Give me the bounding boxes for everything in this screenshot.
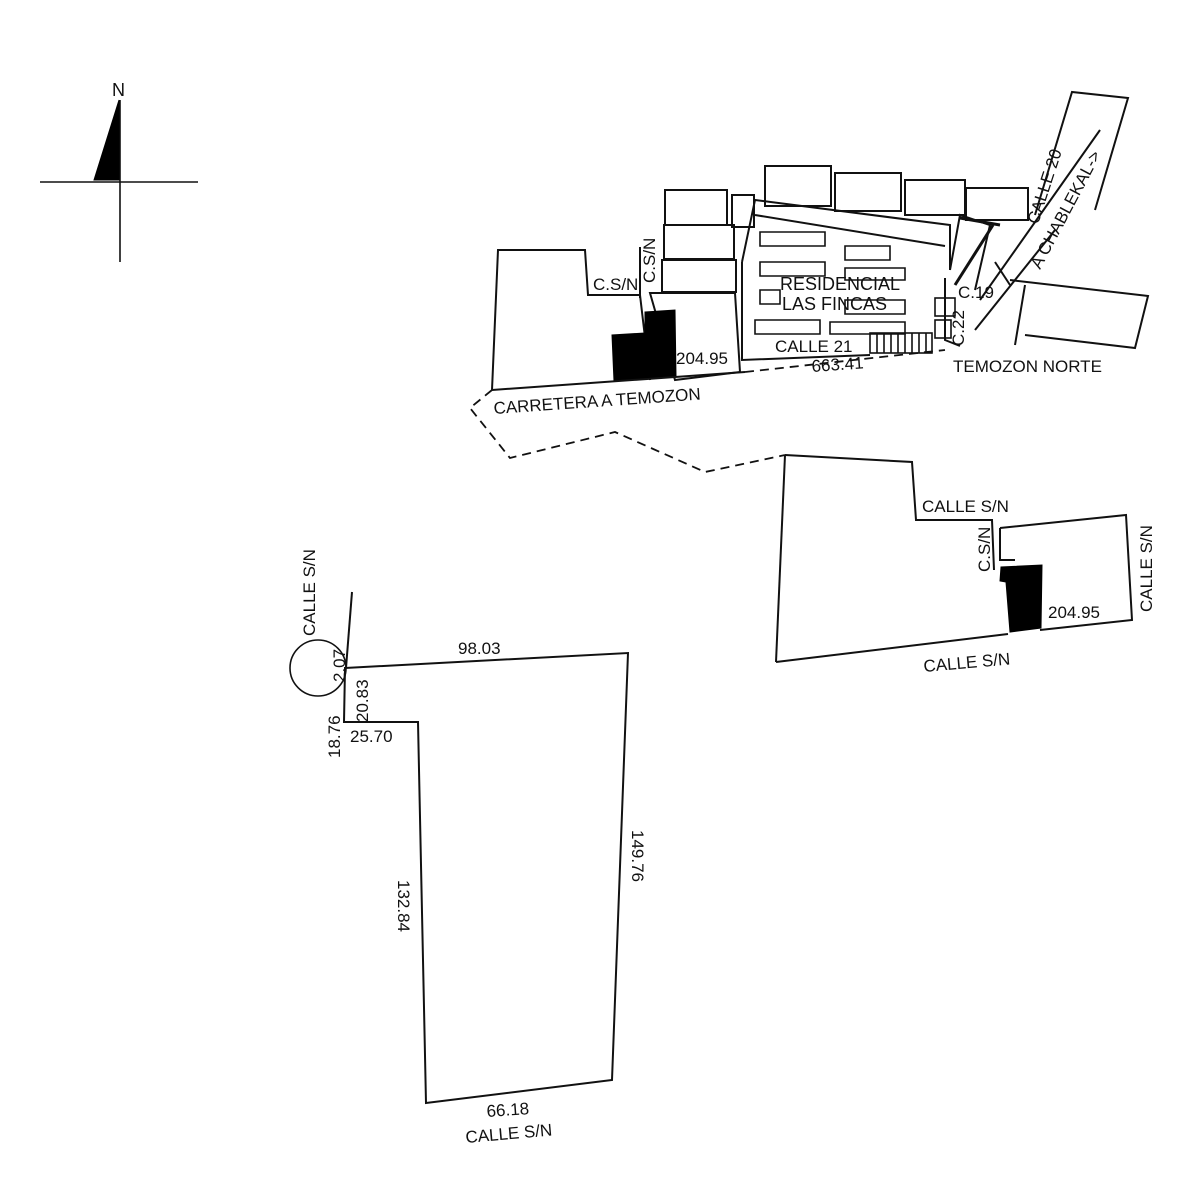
west-parcel-outline: [491, 249, 651, 391]
label-calle-sn-top: CALLE S/N: [922, 497, 1009, 516]
north-label: N: [112, 80, 125, 100]
lot-outline: [342, 651, 630, 1105]
temozon-norte-line: [994, 261, 1011, 286]
label-dim-663-41: 663.41: [811, 353, 864, 376]
temozon-norte-line: [1014, 284, 1026, 346]
road-to-chablekal: [979, 129, 1101, 301]
label-dim-25-70: 25.70: [350, 727, 393, 746]
block: [664, 189, 728, 226]
lot-plan-bottom: CALLE S/N 98.03 2.07 20.83 18.76 25.70 1…: [289, 549, 647, 1147]
label-residencial: RESIDENCIAL: [780, 274, 900, 294]
hatched-strip-lines: [876, 333, 927, 353]
block: [965, 187, 1029, 221]
location-map-top: C.S/N C.S/N RESIDENCIAL LAS FINCAS C.19 …: [468, 90, 1150, 473]
carretera-dashed: [744, 349, 946, 373]
label-c-sn-mid: C.S/N: [975, 527, 994, 572]
parcel-mid-right: CALLE S/N C.S/N CALLE S/N 204.95 CALLE S…: [775, 454, 1156, 676]
label-dim-66-18: 66.18: [486, 1099, 530, 1121]
label-carretera-a-temozon: CARRETERA A TEMOZON: [493, 385, 701, 418]
residencial-outline: [741, 198, 951, 270]
label-c-sn: C.S/N: [593, 275, 638, 294]
hatched-strip: [869, 332, 933, 354]
residencial-street: [754, 214, 946, 247]
block: [934, 297, 956, 317]
mid-parcel-lot: [999, 528, 1015, 561]
mid-parcel-outline: [784, 454, 995, 571]
label-dim-18-76: 18.76: [325, 715, 344, 758]
block: [731, 194, 755, 228]
block: [663, 224, 735, 260]
label-dim-20-83: 20.83: [353, 679, 372, 722]
calle-20-segment: [959, 216, 1001, 227]
north-arrow: N: [40, 80, 198, 262]
calle-sn-left-line: [345, 591, 353, 669]
label-calle-sn-left: CALLE S/N: [300, 549, 319, 636]
block: [949, 213, 992, 291]
block: [764, 165, 832, 207]
mid-parcel-lot-east: [999, 513, 1134, 631]
label-calle-sn-right: CALLE S/N: [1137, 525, 1156, 612]
north-east-parcel: [1034, 90, 1130, 216]
label-dim-149-76: 149.76: [628, 830, 647, 882]
label-las-fincas: LAS FINCAS: [782, 294, 887, 314]
block: [934, 319, 952, 339]
block: [904, 179, 966, 216]
label-c-sn-vertical: C.S/N: [640, 238, 659, 283]
carretera-line: [491, 371, 746, 391]
label-calle-21: CALLE 21: [775, 337, 853, 356]
residencial-lots: [754, 231, 906, 335]
mid-parcel-south: [775, 633, 1009, 663]
block: [834, 172, 902, 212]
label-dim-204-95-top: 204.95: [676, 349, 728, 368]
highlighted-lot-mid: [999, 564, 1043, 633]
block: [661, 259, 737, 293]
mid-parcel-outline: [775, 454, 786, 663]
calle-20-segment: [953, 224, 995, 286]
temozon-norte-lot: [1009, 279, 1150, 350]
north-arrow-icon: [93, 99, 120, 181]
label-dim-98-03: 98.03: [458, 639, 501, 658]
label-calle-sn-bottom-mid: CALLE S/N: [923, 649, 1011, 676]
label-c22: C.22: [949, 310, 968, 346]
label-dim-2-07: 2.07: [330, 649, 349, 682]
label-c19: C.19: [958, 283, 994, 302]
approach-route-dashed: [468, 389, 786, 473]
label-dim-132-84: 132.84: [394, 880, 413, 932]
curve-circle: [289, 639, 347, 697]
label-calle-sn-bottom: CALLE S/N: [465, 1120, 553, 1147]
label-temozon-norte: TEMOZON NORTE: [953, 357, 1102, 376]
residencial-outline: [741, 262, 871, 362]
label-dim-204-95-mid: 204.95: [1048, 603, 1100, 622]
